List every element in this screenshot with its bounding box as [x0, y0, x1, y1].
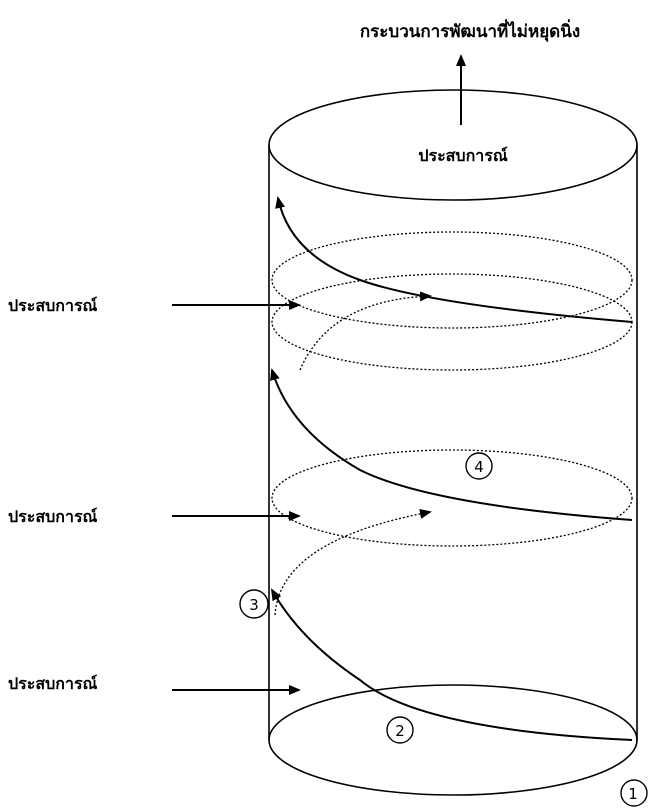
marker-1: 1: [620, 779, 648, 807]
cylinder-top: [268, 89, 638, 201]
experience-label-middle: ประสบการณ์: [8, 507, 98, 526]
upper-dotted-ring-top: [271, 231, 633, 329]
title-label: กระบวนการพัฒนาที่ไม่หยุดนิ่ง: [360, 19, 580, 42]
svg-text:3: 3: [249, 596, 259, 614]
marker-2: 2: [386, 716, 414, 744]
marker-4: 4: [465, 452, 493, 480]
spiral-segment-upper: [275, 196, 633, 323]
lower-dotted-ring-top: [271, 449, 633, 547]
svg-text:2: 2: [395, 722, 405, 740]
svg-text:4: 4: [474, 458, 484, 476]
top-experience-label: ประสบการณ์: [418, 146, 508, 165]
spiral-segment-lower: [271, 588, 633, 741]
upper-dotted-ring-bottom: [271, 273, 633, 371]
experience-label-lower: ประสบการณ์: [8, 674, 98, 693]
marker-3: 3: [239, 589, 269, 619]
svg-text:1: 1: [628, 785, 638, 803]
spiral-segment-middle: [270, 368, 633, 521]
lower-dotted-back-curve: [274, 508, 432, 616]
upper-dotted-back-curve: [299, 291, 432, 371]
experience-label-upper: ประสบการณ์: [8, 296, 98, 315]
cylinder-bottom: [268, 684, 638, 796]
